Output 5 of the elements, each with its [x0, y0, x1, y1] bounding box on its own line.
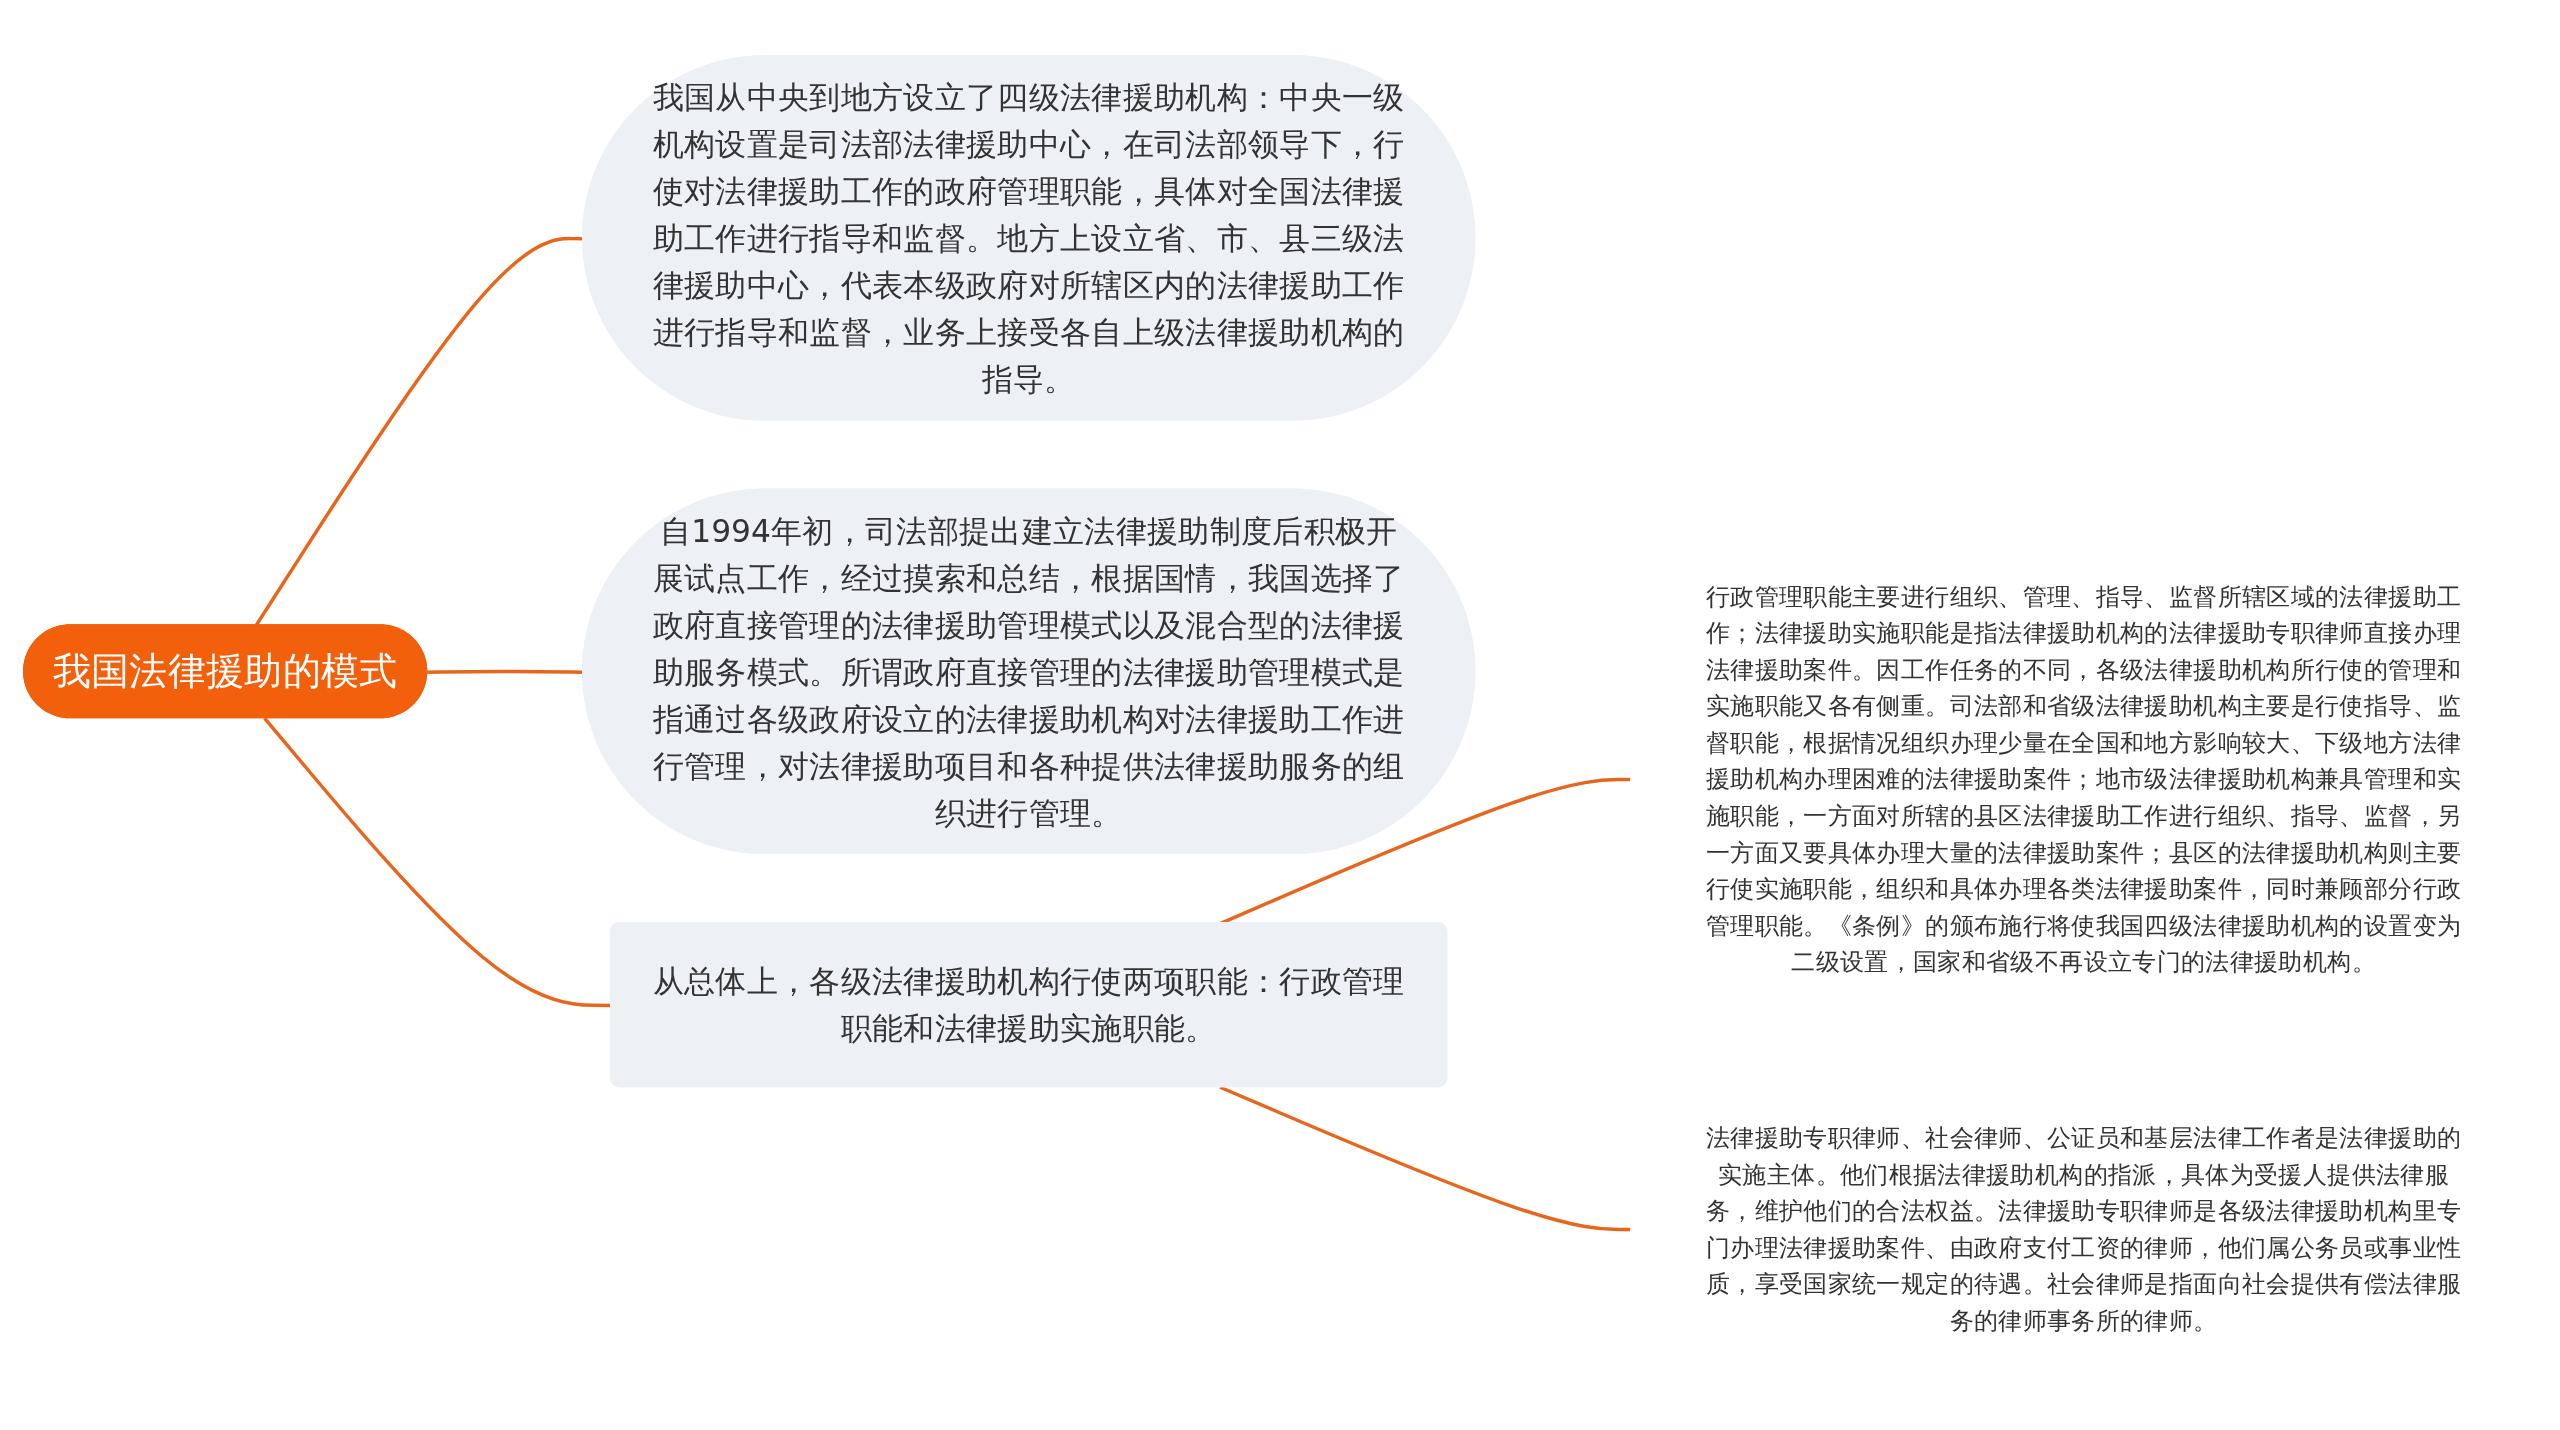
- connector: [427, 669, 584, 674]
- connector: [254, 236, 584, 627]
- node-text: 行政管理职能主要进行组织、管理、指导、监督所辖区域的法律援助工作；法律援助实施职能是指法律援助机构的法律援助专职律师直接办理法律援助案件。因工作任务的不同，各级法律援助机构所行使的管理和实施职能又各有侧重。司法部和省级法律援助机构主要是行使指导、监督职能，根据情况组织办理少量在全国和地方影响较大、下级地方法律援助机构办理困难的法律援助案件；地市级法律援助机构兼具管理和实施职能，一方面对所辖的县区法律援助工作进行组织、指导、监督，另一方面又要具体办理大量的法律援助案件；县区的法律援助机构则主要行使实施职能，组织和具体办理各类法律援助案件，同时兼顾部分行政管理职能。《条例》的颁布施行将使我国四级法律援助机构的设置变为二级设置，国家和省级不再设立专门的法律援助机构。: [1705, 582, 2462, 976]
- connector: [1219, 1085, 1631, 1232]
- node-text: 法律援助专职律师、社会律师、公证员和基层法律工作者是法律援助的实施主体。他们根据法律援助机构的指派，具体为受援人提供法律服务，维护他们的合法权益。法律援助专职律师是各级法律援助机构里专门办理法律援助案件、由政府支付工资的律师，他们属公务员或事业性质，享受国家统一规定的待遇。社会律师是指面向社会提供有偿法律服务的律师事务所的律师。: [1705, 1123, 2462, 1334]
